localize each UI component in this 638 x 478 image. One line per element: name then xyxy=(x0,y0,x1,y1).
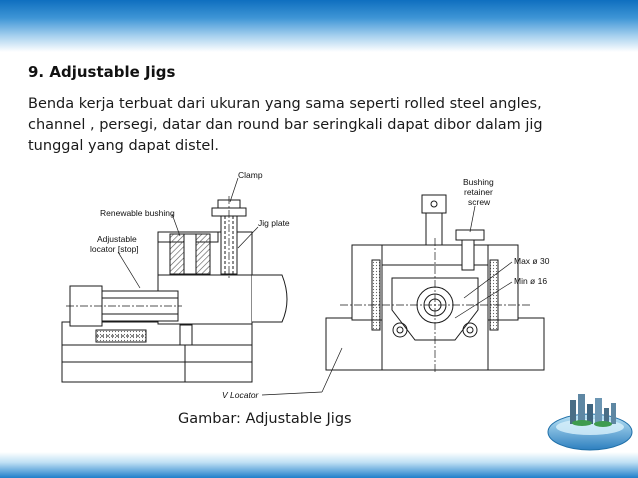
label-min-diameter: Min ø 16 xyxy=(514,276,547,286)
body-text-line-1: Benda kerja terbuat dari ukuran yang sam… xyxy=(28,96,542,112)
body-text-line-2: channel , persegi, datar dan round bar s… xyxy=(28,117,543,133)
leader-lines xyxy=(117,177,513,396)
footer-band xyxy=(0,452,638,478)
left-view xyxy=(61,196,288,383)
label-bushing-retainer-1: Bushing xyxy=(463,177,494,187)
label-bushing-retainer-3: screw xyxy=(468,197,491,207)
label-adjustable-locator-2: locator [stop] xyxy=(90,244,139,254)
city-globe-icon xyxy=(547,394,633,451)
body-text-line-3: tunggal yang dapat distel. xyxy=(28,138,219,154)
figure-caption: Gambar: Adjustable Jigs xyxy=(178,411,352,427)
slide-heading: 9. Adjustable Jigs xyxy=(28,63,176,81)
label-adjustable-locator-1: Adjustable xyxy=(97,234,137,244)
label-jig-plate: Jig plate xyxy=(258,218,290,228)
label-renewable-bushing: Renewable bushing xyxy=(100,208,175,218)
label-v-locator: V Locator xyxy=(222,390,260,400)
label-bushing-retainer-2: retainer xyxy=(464,187,493,197)
right-view xyxy=(325,194,545,372)
label-max-diameter: Max ø 30 xyxy=(514,256,550,266)
header-band xyxy=(0,0,638,52)
label-clamp: Clamp xyxy=(238,170,263,180)
